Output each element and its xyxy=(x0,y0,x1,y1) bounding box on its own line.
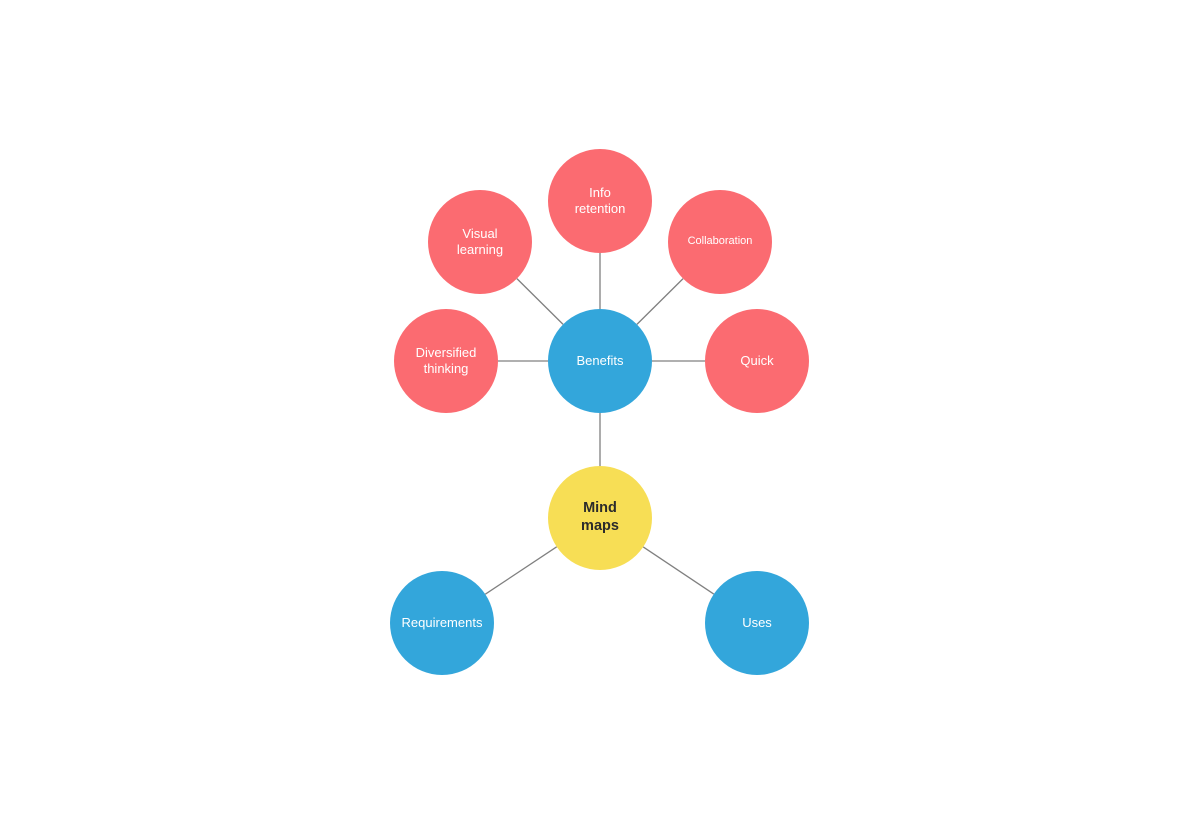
node-label-info-retention: Info retention xyxy=(574,184,626,216)
node-label-benefits: Benefits xyxy=(576,352,624,368)
node-label-quick: Quick xyxy=(740,352,774,368)
connector-line xyxy=(636,278,684,325)
node-uses[interactable]: Uses xyxy=(705,571,809,675)
connector-line xyxy=(484,546,558,595)
node-visual-learning[interactable]: Visual learning xyxy=(428,190,532,294)
node-label-mind-maps: Mind maps xyxy=(581,500,619,534)
node-quick[interactable]: Quick xyxy=(705,309,809,413)
node-diversified-thinking[interactable]: Diversified thinking xyxy=(394,309,498,413)
node-requirements[interactable]: Requirements xyxy=(390,571,494,675)
node-benefits[interactable]: Benefits xyxy=(548,309,652,413)
node-mind-maps[interactable]: Mind maps xyxy=(548,466,652,570)
connector-line xyxy=(516,278,564,325)
node-label-collaboration: Collaboration xyxy=(687,235,753,248)
node-collaboration[interactable]: Collaboration xyxy=(668,190,772,294)
node-label-diversified-thinking: Diversified thinking xyxy=(415,344,477,376)
node-label-requirements: Requirements xyxy=(401,614,483,630)
node-label-uses: Uses xyxy=(742,614,772,630)
node-label-visual-learning: Visual learning xyxy=(456,225,504,257)
connector-line xyxy=(642,546,715,595)
node-info-retention[interactable]: Info retention xyxy=(548,149,652,253)
